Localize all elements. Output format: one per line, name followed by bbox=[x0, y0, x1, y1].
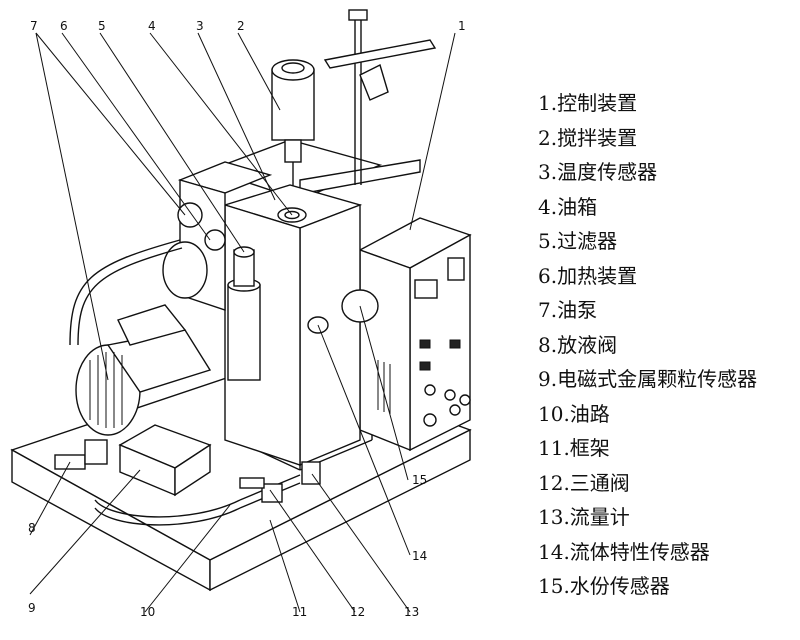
callout-12: 12 bbox=[350, 605, 365, 619]
legend-item-1: 1.控制装置 bbox=[538, 91, 638, 115]
legend-item-7: 7.油泵 bbox=[538, 298, 598, 322]
callout-11: 11 bbox=[292, 605, 307, 619]
callout-1: 1 bbox=[458, 19, 466, 33]
stirrer-support bbox=[207, 9, 437, 201]
legend-item-5: 5.过滤器 bbox=[538, 229, 618, 253]
callout-7: 7 bbox=[30, 19, 38, 33]
callout-14: 14 bbox=[412, 549, 427, 563]
legend-item-2: 2.搅拌装置 bbox=[538, 125, 638, 150]
legend-item-8: 8.放液阀 bbox=[538, 332, 618, 357]
legend-item-9: 9.电磁式金属颗粒传感器 bbox=[538, 367, 758, 391]
callout-13: 13 bbox=[404, 605, 419, 619]
control-cabinet bbox=[358, 217, 472, 452]
callout-4: 4 bbox=[148, 19, 156, 33]
legend-item-13: 13.流量计 bbox=[538, 505, 630, 529]
oil-pump bbox=[75, 241, 212, 436]
metal-particle-sensor bbox=[118, 424, 212, 497]
legend-item-15: 15.水份传感器 bbox=[538, 574, 670, 598]
callout-5: 5 bbox=[98, 19, 106, 33]
callout-15: 15 bbox=[412, 473, 427, 487]
legend-item-12: 12.三通阀 bbox=[538, 470, 630, 495]
callout-9: 9 bbox=[28, 601, 36, 615]
callout-3: 3 bbox=[196, 19, 204, 33]
legend-item-4: 4.油箱 bbox=[538, 194, 598, 219]
legend-item-11: 11.框架 bbox=[538, 436, 610, 460]
callout-2: 2 bbox=[237, 19, 245, 33]
component-legend: 1.控制装置 2.搅拌装置 3.温度传感器 4.油箱 5.过滤器 6.加热装置 … bbox=[538, 86, 757, 604]
legend-item-6: 6.加热装置 bbox=[538, 263, 638, 288]
filter bbox=[227, 246, 261, 381]
callout-8: 8 bbox=[28, 521, 36, 535]
apparatus-drawing: 1 2 3 4 5 6 7 8 9 10 11 12 13 14 15 bbox=[10, 9, 472, 619]
legend-item-14: 14.流体特性传感器 bbox=[538, 539, 710, 564]
callout-6: 6 bbox=[60, 19, 68, 33]
callout-labels: 1 2 3 4 5 6 7 8 9 10 11 12 13 14 15 bbox=[28, 19, 466, 619]
callout-10: 10 bbox=[140, 605, 155, 619]
legend-item-3: 3.温度传感器 bbox=[538, 160, 658, 184]
legend-item-10: 10.油路 bbox=[538, 401, 610, 426]
drain-valve bbox=[54, 439, 108, 470]
heater bbox=[177, 161, 273, 311]
leader-lines bbox=[29, 32, 456, 613]
